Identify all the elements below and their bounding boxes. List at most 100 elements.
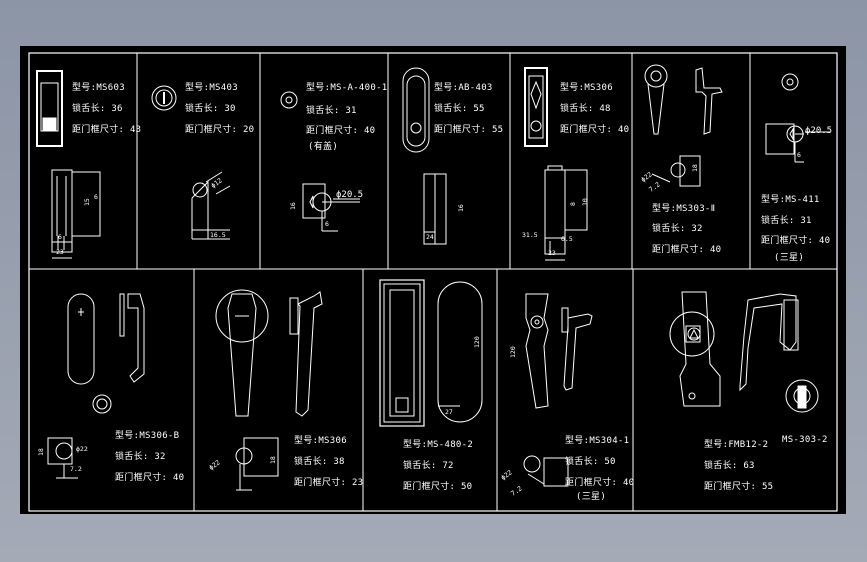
model-label: 型号: <box>434 83 459 93</box>
secondary-model: MS-303-2 <box>782 435 828 445</box>
tongue-label: 锁舌长: <box>434 104 468 114</box>
lock-ms306-drawing <box>524 67 588 261</box>
dim-height: 18 <box>37 448 45 456</box>
tongue-line: 锁舌长: 55 <box>434 104 485 115</box>
frame-value: 40 <box>617 125 630 135</box>
frame-line: 距门框尺寸: 20 <box>185 125 254 136</box>
model-value: FMB12-2 <box>728 440 769 450</box>
model-label: 型号: <box>761 195 786 205</box>
dim-height-a: 8 <box>569 202 577 206</box>
dim-height: 18 <box>269 456 277 464</box>
frame-label: 距门框尺寸: <box>565 478 618 488</box>
dim-diameter: ϕ20.5 <box>336 190 364 200</box>
lock-ms306b-drawing <box>47 293 145 479</box>
frame-line: 距门框尺寸: 43 <box>72 125 141 136</box>
tongue-label: 锁舌长: <box>72 104 106 114</box>
tongue-label: 锁舌长: <box>560 104 594 114</box>
tongue-value: 50 <box>604 457 616 467</box>
tongue-value: 72 <box>442 461 454 471</box>
model-value: MS403 <box>209 83 238 93</box>
frame-value: 23 <box>351 478 364 488</box>
dim-height-b: 10 <box>581 198 589 206</box>
model-line: 型号:FMB12-2 <box>704 440 768 451</box>
frame-value: 20 <box>242 125 255 135</box>
lock-msa4001-drawing <box>280 91 360 232</box>
model-value: MS-A-400-1 <box>330 83 388 93</box>
dim-diameter: ϕ22 <box>76 445 88 453</box>
dim-width: 27 <box>445 408 453 416</box>
frame-line: 距门框尺寸: 55 <box>434 125 503 136</box>
frame-line: 距门框尺寸: 40 <box>652 245 721 256</box>
frame-label: 距门框尺寸: <box>306 126 359 136</box>
model-label: 型号: <box>72 83 97 93</box>
lock-ab403-drawing <box>402 67 447 245</box>
tongue-label: 锁舌长: <box>115 452 149 462</box>
tongue-line: 锁舌长: 38 <box>294 457 345 468</box>
lock-ms603-drawing <box>36 70 101 259</box>
dim-height: 120 <box>509 346 517 358</box>
dim-height: 16 <box>289 202 297 210</box>
frame-label: 距门框尺寸: <box>294 478 347 488</box>
model-label: 型号: <box>560 83 585 93</box>
tongue-value: 31 <box>345 106 357 116</box>
frame-value: 55 <box>761 482 774 492</box>
model-value: MS304-1 <box>589 436 630 446</box>
model-line: 型号:MS-A-400-1 <box>306 83 388 94</box>
model-label: 型号: <box>115 431 140 441</box>
frame-label: 距门框尺寸: <box>72 125 125 135</box>
sheet-border <box>28 52 838 512</box>
tongue-value: 30 <box>224 104 236 114</box>
model-value: MS306 <box>584 83 613 93</box>
frame-value: 40 <box>818 236 831 246</box>
frame-line: 距门框尺寸: 40 <box>560 125 629 136</box>
frame-line: 距门框尺寸: 55 <box>704 482 773 493</box>
model-line: 型号:MS403 <box>185 83 238 94</box>
frame-value: 50 <box>460 482 473 492</box>
model-line: 型号:MS-411 <box>761 195 820 206</box>
tongue-line: 锁舌长: 32 <box>652 224 703 235</box>
tongue-line: 锁舌长: 32 <box>115 452 166 463</box>
model-value: MS303-Ⅱ <box>676 204 716 214</box>
lock-ms3041-drawing <box>523 293 593 487</box>
frame-label: 距门框尺寸: <box>560 125 613 135</box>
lock-fmb122-drawing <box>669 291 819 413</box>
model-value: MS306 <box>318 436 347 446</box>
frame-line: 距门框尺寸: 23 <box>294 478 363 489</box>
frame-label: 距门框尺寸: <box>652 245 705 255</box>
model-value: MS603 <box>96 83 125 93</box>
tongue-label: 锁舌长: <box>704 461 738 471</box>
tongue-value: 48 <box>599 104 611 114</box>
tongue-value: 63 <box>743 461 755 471</box>
frame-label: 距门框尺寸: <box>115 473 168 483</box>
tongue-value: 38 <box>333 457 345 467</box>
frame-value: 40 <box>363 126 376 136</box>
dim-height: 120 <box>473 336 481 348</box>
tongue-line: 锁舌长: 30 <box>185 104 236 115</box>
frame-value: 55 <box>491 125 504 135</box>
model-label: 型号: <box>565 436 590 446</box>
frame-value: 40 <box>709 245 722 255</box>
dim-diameter: ϕ20.5 <box>805 126 833 136</box>
tongue-line: 锁舌长: 36 <box>72 104 123 115</box>
tongue-line: 锁舌长: 72 <box>403 461 454 472</box>
model-value: MS-480-2 <box>427 440 474 450</box>
dim-small: 6 <box>797 151 801 159</box>
tongue-line: 锁舌长: 31 <box>761 216 812 227</box>
model-label: 型号: <box>294 436 319 446</box>
frame-value: 40 <box>172 473 185 483</box>
model-label: 型号: <box>652 204 677 214</box>
frame-label: 距门框尺寸: <box>185 125 238 135</box>
covered-note: (有盖) <box>308 142 339 152</box>
tongue-label: 锁舌长: <box>761 216 795 226</box>
drawing-sheet: 型号:MS603 锁舌长: 36 距门框尺寸: 43 23 6 15 6 型号:… <box>20 46 846 514</box>
dim-offset: 7.2 <box>70 465 82 473</box>
model-line: 型号:MS306-B <box>115 431 179 442</box>
dim-small: 6.5 <box>561 235 573 243</box>
dim-small: 6 <box>58 233 62 241</box>
tongue-label: 锁舌长: <box>565 457 599 467</box>
frame-label: 距门框尺寸: <box>761 236 814 246</box>
model-line: 型号:MS-480-2 <box>403 440 473 451</box>
dim-width: 23 <box>548 249 556 257</box>
tongue-line: 锁舌长: 63 <box>704 461 755 472</box>
tongue-label: 锁舌长: <box>185 104 219 114</box>
